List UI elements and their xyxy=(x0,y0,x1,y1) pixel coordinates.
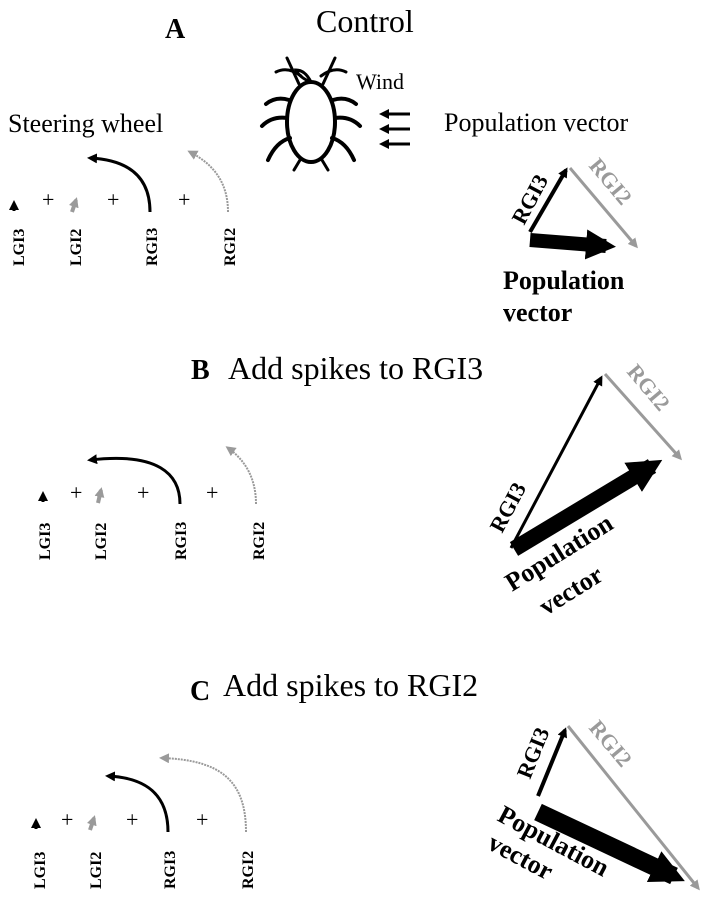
neuron-label-rgi3: RGI3 xyxy=(173,522,190,560)
vector-label-rgi3: RGI3 xyxy=(484,478,531,536)
neuron-label-lgi2: LGI2 xyxy=(68,229,85,266)
vector-label-rgi2: RGI2 xyxy=(584,153,637,209)
neuron-labels-c: LGI3 LGI2 RGI3 RGI2 xyxy=(32,851,257,889)
neuron-label-rgi3: RGI3 xyxy=(144,228,161,266)
neuron-label-lgi2: LGI2 xyxy=(93,523,110,560)
vector-diagram-b: RGI3 RGI2 Population vector xyxy=(484,359,682,621)
lgi2-steer-arrow xyxy=(94,487,105,504)
rgi2-vector xyxy=(603,373,682,461)
rgi3-steer-arrow xyxy=(87,454,182,505)
lgi2-steer-arrow xyxy=(69,197,79,213)
wind-label: Wind xyxy=(356,69,404,94)
vector-label-rgi2: RGI2 xyxy=(584,715,637,771)
neuron-label-rgi2: RGI2 xyxy=(240,851,257,889)
panel-letter-c: C xyxy=(190,676,210,707)
rgi2-steer-arrow xyxy=(159,753,247,833)
population-label-line1: Population xyxy=(503,266,625,295)
population-vector-arrow xyxy=(509,459,663,556)
rgi3-vector xyxy=(509,375,603,549)
wind-arrows xyxy=(379,109,410,149)
plus-signs-c: + + + xyxy=(61,807,208,832)
rgi3-steer-arrow xyxy=(87,153,152,213)
population-vector-arrow xyxy=(534,803,685,885)
panel-letter-b: B xyxy=(191,355,210,386)
steering-arrows-b xyxy=(38,446,257,505)
neuron-label-lgi3: LGI3 xyxy=(32,852,49,889)
plus-sign: + xyxy=(107,187,119,212)
panel-a-title: Control xyxy=(316,3,414,39)
vector-diagram-a: RGI3 RGI2 Population vector xyxy=(503,153,638,327)
rgi3-steer-arrow xyxy=(105,771,170,833)
lgi2-steer-arrow xyxy=(87,815,97,831)
plus-sign: + xyxy=(206,480,218,505)
plus-signs-b: + + + xyxy=(70,480,218,505)
rgi2-steer-arrow xyxy=(187,150,229,213)
panel-c: C Add spikes to RGI2 + + + LGI3 LGI2 RGI… xyxy=(31,667,700,891)
plus-signs-a: + + + xyxy=(42,187,190,212)
neuron-label-lgi3: LGI3 xyxy=(37,523,54,560)
neuron-label-rgi2: RGI2 xyxy=(251,522,268,560)
neuron-label-rgi2: RGI2 xyxy=(222,228,239,266)
plus-sign: + xyxy=(70,480,82,505)
vector-label-rgi3: RGI3 xyxy=(506,170,553,228)
plus-sign: + xyxy=(137,480,149,505)
neuron-label-rgi3: RGI3 xyxy=(162,851,179,889)
vector-label-rgi2: RGI2 xyxy=(622,359,675,415)
plus-sign: + xyxy=(126,807,138,832)
neuron-labels-b: LGI3 LGI2 RGI3 RGI2 xyxy=(37,522,268,560)
rgi2-steer-arrow xyxy=(225,446,257,505)
cockroach-icon xyxy=(260,56,362,172)
plus-sign: + xyxy=(61,807,73,832)
panel-b: B Add spikes to RGI3 + + + LGI3 LGI2 RGI… xyxy=(37,350,682,621)
neuron-label-lgi3: LGI3 xyxy=(11,229,28,266)
steering-wheel-label: Steering wheel xyxy=(8,109,163,138)
plus-sign: + xyxy=(42,187,54,212)
rgi3-vector xyxy=(536,727,567,797)
plus-sign: + xyxy=(178,187,190,212)
panel-a: A Control Wind Steering wheel Po xyxy=(8,3,638,327)
population-label-line2: vector xyxy=(503,298,572,327)
neuron-labels-a: LGI3 LGI2 RGI3 RGI2 xyxy=(11,228,239,266)
steering-arrows-a xyxy=(9,150,229,213)
vector-diagram-c: RGI3 RGI2 Population vector xyxy=(483,715,700,891)
neuron-label-lgi2: LGI2 xyxy=(88,852,105,889)
rgi3-vector xyxy=(528,167,568,234)
rgi2-vector xyxy=(568,167,638,249)
population-vector-arrow xyxy=(529,229,616,260)
panel-c-title: Add spikes to RGI2 xyxy=(223,667,478,703)
population-vector-heading: Population vector xyxy=(444,108,628,137)
steering-arrows-c xyxy=(31,753,247,833)
plus-sign: + xyxy=(196,807,208,832)
panel-letter-a: A xyxy=(165,14,186,45)
panel-b-title: Add spikes to RGI3 xyxy=(228,350,483,386)
